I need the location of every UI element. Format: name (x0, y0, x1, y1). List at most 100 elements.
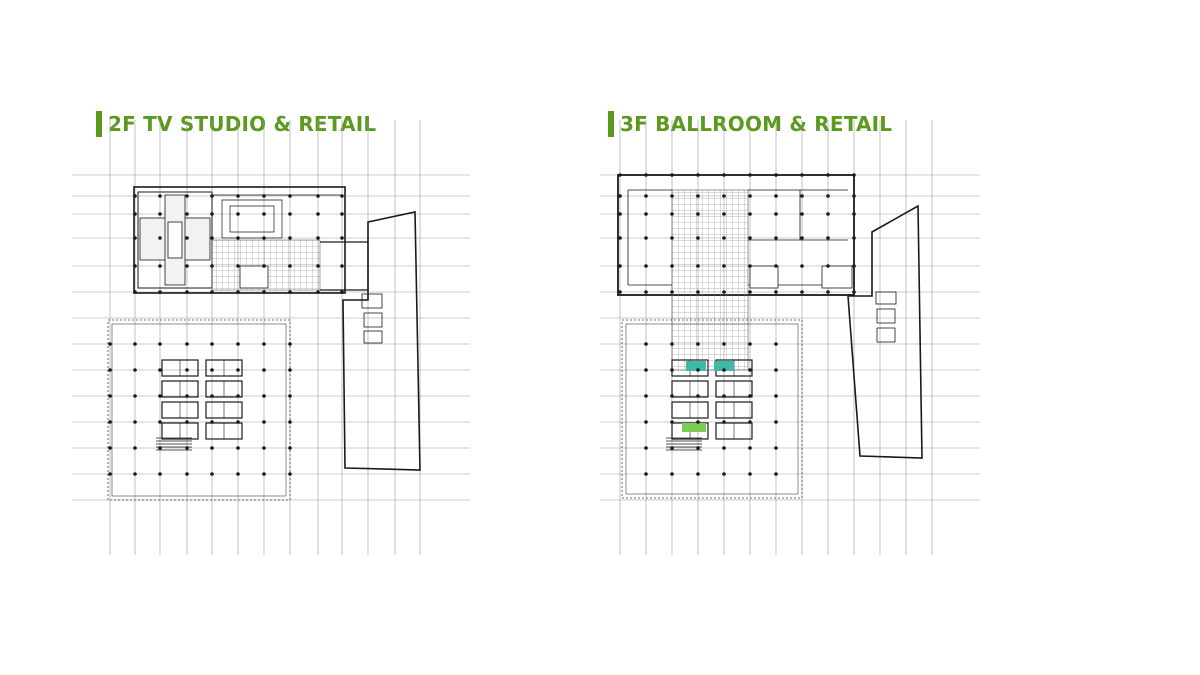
structural-column (644, 446, 648, 450)
structural-column (185, 368, 189, 372)
structural-column (210, 446, 214, 450)
structural-column (722, 446, 726, 450)
structural-column (618, 290, 622, 294)
structural-column (670, 394, 674, 398)
structural-column (722, 420, 726, 424)
structural-column (826, 194, 830, 198)
south-tower (107, 319, 291, 501)
structural-column (618, 212, 622, 216)
structural-column (774, 264, 778, 268)
structural-column (210, 264, 214, 268)
structural-column (670, 173, 674, 177)
structural-column (185, 236, 189, 240)
structural-column (670, 264, 674, 268)
structural-column (185, 394, 189, 398)
structural-column (696, 173, 700, 177)
structural-column (696, 472, 700, 476)
structural-column (644, 394, 648, 398)
structural-column (722, 194, 726, 198)
structural-column (158, 342, 162, 346)
structural-column (185, 194, 189, 198)
structural-column (288, 212, 292, 216)
structural-column (722, 264, 726, 268)
structural-column (236, 368, 240, 372)
structural-column (316, 290, 320, 294)
structural-column (158, 290, 162, 294)
structural-column (644, 342, 648, 346)
structural-column (644, 264, 648, 268)
structural-column (288, 236, 292, 240)
plan-title-text: 2F TV STUDIO & RETAIL (108, 112, 377, 136)
structural-column (852, 290, 856, 294)
structural-column (826, 212, 830, 216)
structural-column (158, 212, 162, 216)
structural-column (158, 420, 162, 424)
structural-column (133, 472, 137, 476)
structural-column (316, 236, 320, 240)
structural-column (696, 212, 700, 216)
structural-column (288, 472, 292, 476)
structural-column (236, 394, 240, 398)
structural-column (774, 212, 778, 216)
structural-column (288, 290, 292, 294)
structural-column (696, 446, 700, 450)
structural-column (722, 173, 726, 177)
plan-title-2f: 2F TV STUDIO & RETAIL (96, 110, 376, 138)
structural-column (133, 394, 137, 398)
structural-column (644, 420, 648, 424)
structural-column (748, 368, 752, 372)
structural-grid (72, 120, 470, 555)
structural-column (644, 212, 648, 216)
structural-column (158, 446, 162, 450)
structural-column (670, 368, 674, 372)
structural-column (210, 212, 214, 216)
structural-column (748, 394, 752, 398)
structural-column (108, 368, 112, 372)
structural-column (748, 342, 752, 346)
structural-column (696, 394, 700, 398)
structural-column (748, 446, 752, 450)
structural-column (158, 194, 162, 198)
structural-column (236, 342, 240, 346)
structural-column (236, 420, 240, 424)
structural-column (696, 264, 700, 268)
structural-column (618, 194, 622, 198)
structural-column (262, 394, 266, 398)
structural-column (288, 394, 292, 398)
structural-column (774, 236, 778, 240)
structural-column (133, 420, 137, 424)
structural-column (774, 446, 778, 450)
structural-column (185, 264, 189, 268)
floor-plan-2f (72, 120, 470, 555)
structural-column (748, 420, 752, 424)
structural-column (133, 264, 137, 268)
structural-column (108, 472, 112, 476)
core-right-3f (666, 359, 753, 451)
structural-column (262, 212, 266, 216)
column-grid (108, 194, 344, 476)
north-block (133, 186, 369, 294)
structural-column (670, 290, 674, 294)
structural-column (696, 290, 700, 294)
highlight-teal-right (714, 361, 734, 371)
structural-column (722, 394, 726, 398)
structural-column (826, 173, 830, 177)
structural-column (618, 173, 622, 177)
structural-column (618, 236, 622, 240)
structural-column (670, 236, 674, 240)
structural-column (133, 342, 137, 346)
ballroom-block (617, 174, 855, 371)
structural-column (262, 264, 266, 268)
structural-column (236, 472, 240, 476)
structural-column (210, 290, 214, 294)
structural-column (108, 342, 112, 346)
structural-column (800, 264, 804, 268)
structural-column (670, 446, 674, 450)
column-grid (618, 173, 856, 476)
structural-column (748, 194, 752, 198)
structural-column (748, 264, 752, 268)
structural-column (748, 290, 752, 294)
structural-column (722, 472, 726, 476)
structural-column (800, 290, 804, 294)
structural-column (288, 368, 292, 372)
